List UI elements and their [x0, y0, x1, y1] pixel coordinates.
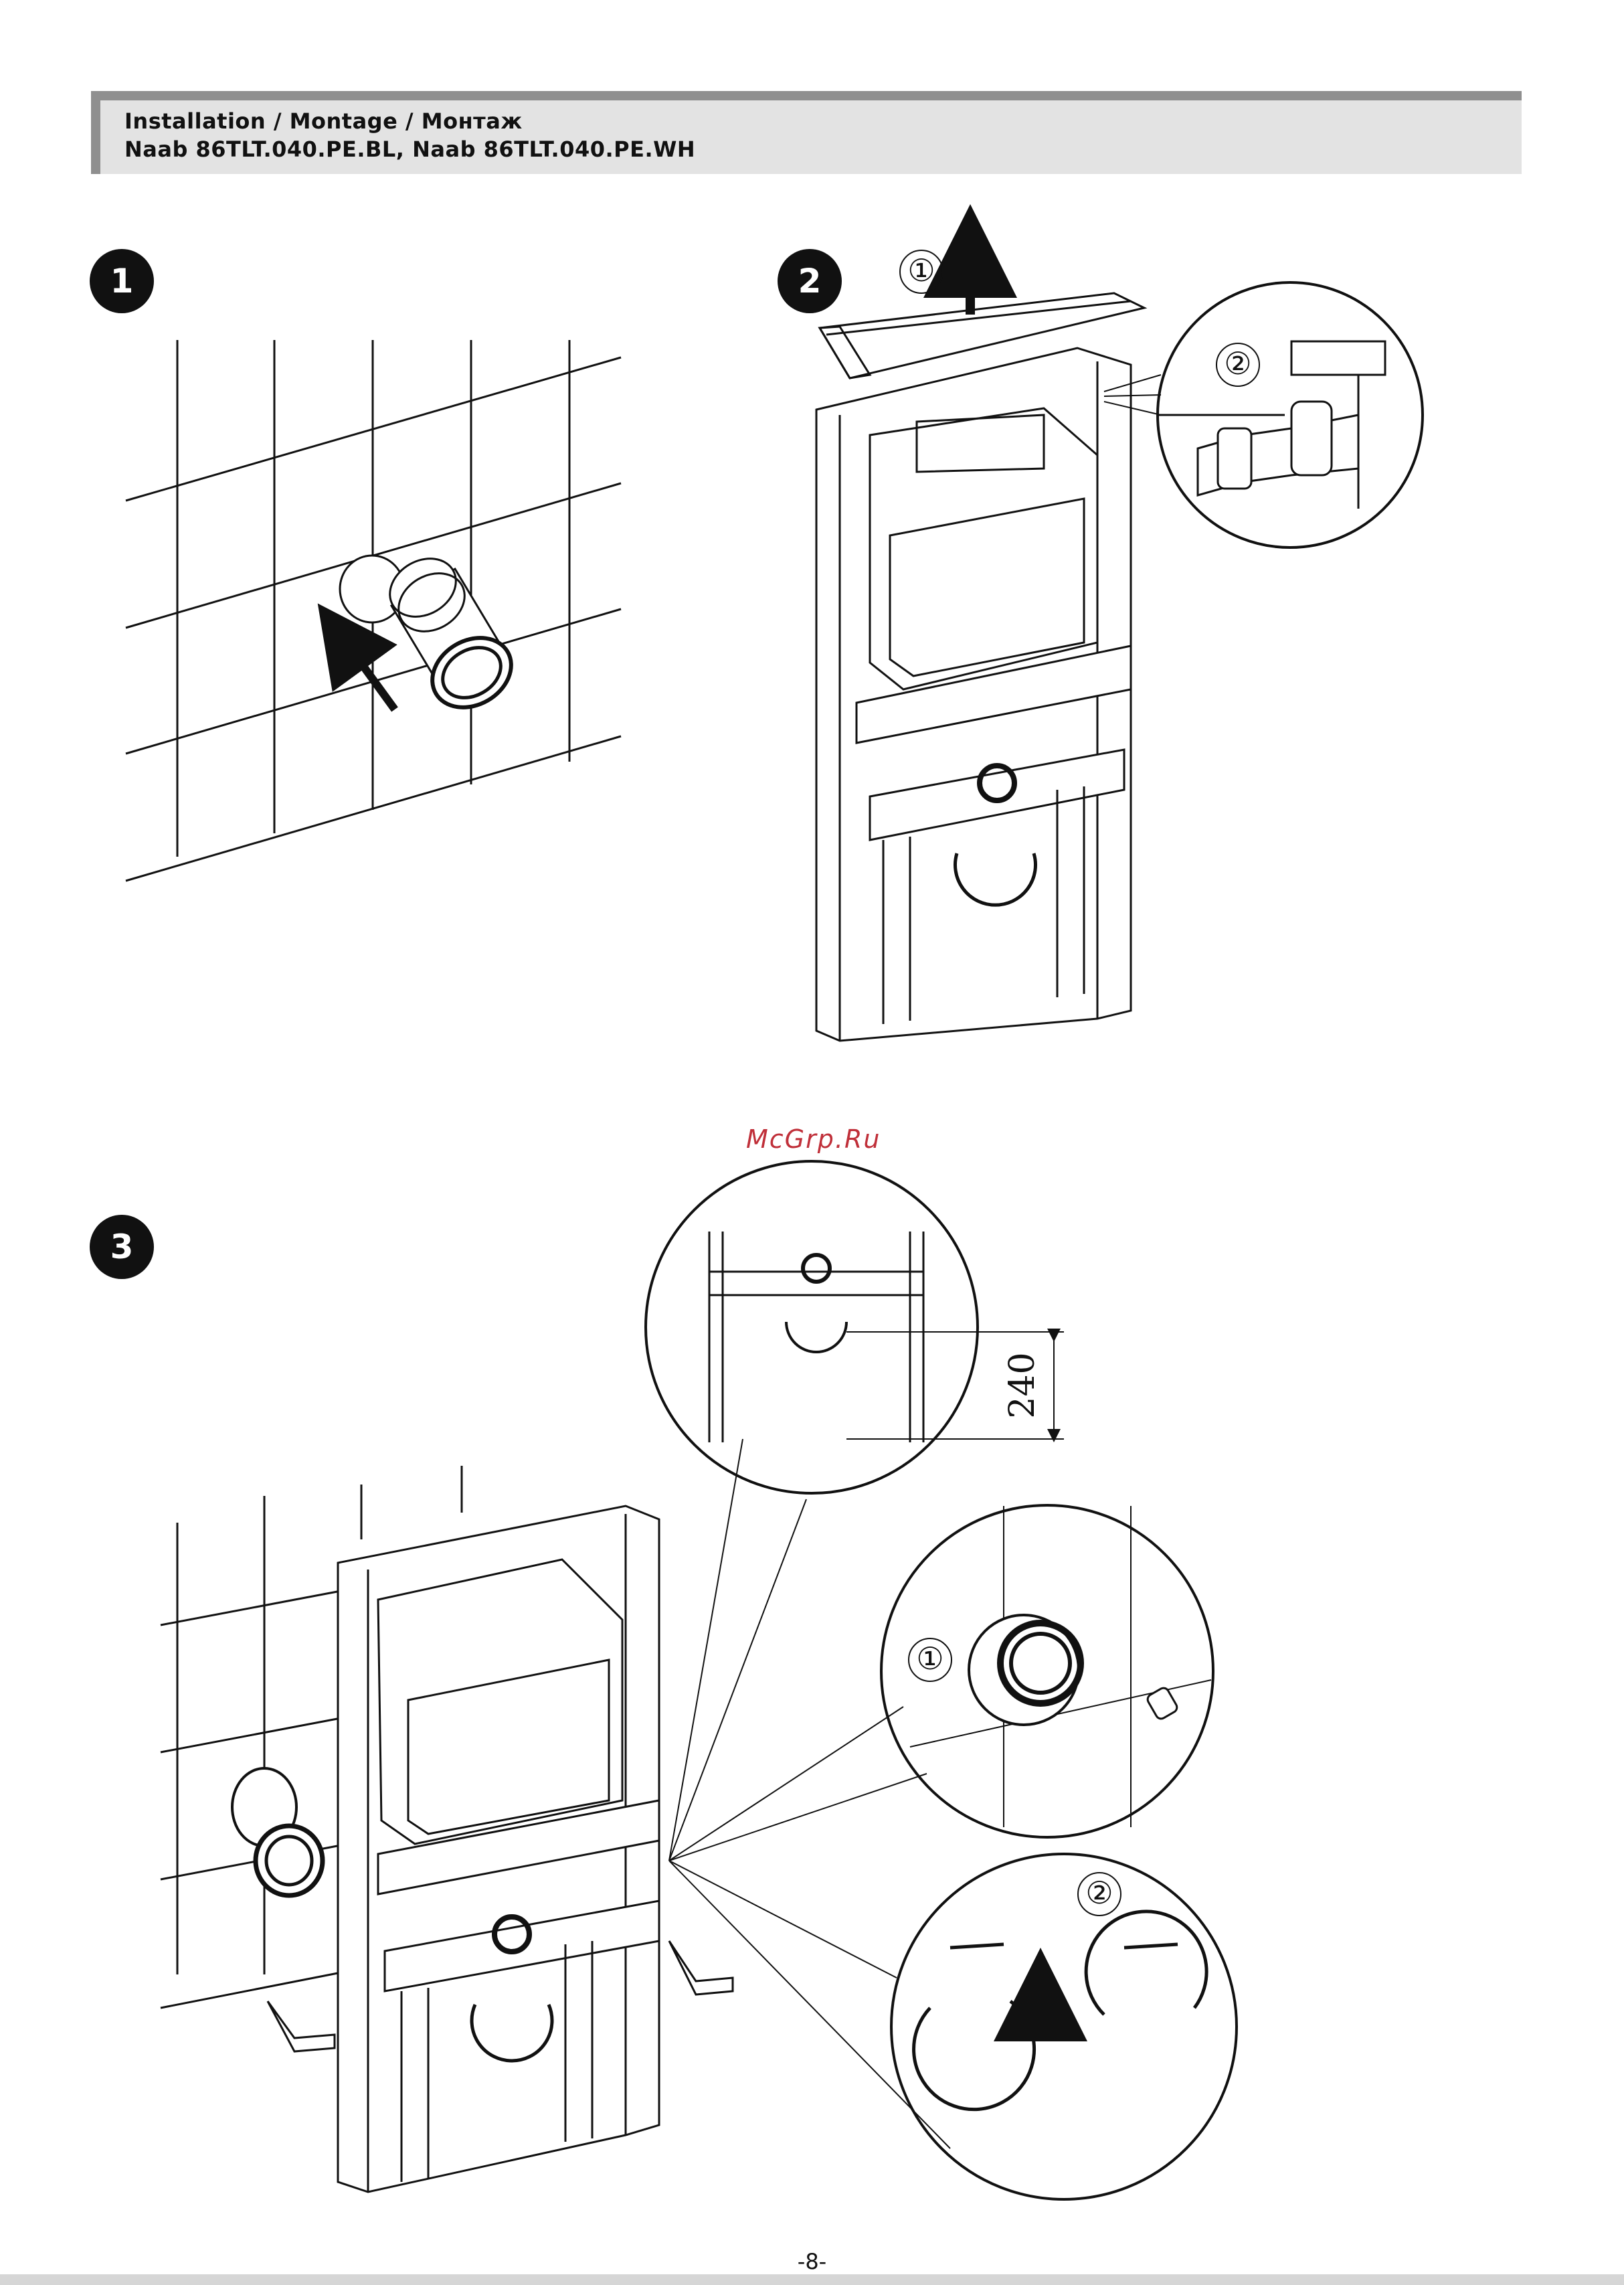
step2-callout-1: ①: [907, 252, 935, 288]
step-2-badge: 2: [778, 249, 842, 313]
step2-callout-2: ②: [1224, 345, 1251, 382]
watermark: McGrp.Ru: [746, 1124, 881, 1154]
page-number: -8-: [0, 2249, 1624, 2274]
step3-illustration: [161, 1161, 1237, 2199]
step3-callout-2: ②: [1085, 1875, 1113, 1911]
step2-illustration: [816, 251, 1423, 1041]
step1-pipe: [379, 547, 524, 721]
footer-rule: [0, 2274, 1624, 2285]
step-3-badge: 3: [90, 1215, 154, 1279]
step-1-badge: 1: [90, 249, 154, 313]
step3-callout-1: ①: [916, 1640, 943, 1677]
step1-illustration: [126, 340, 621, 881]
dimension-label: 240: [1002, 1352, 1043, 1418]
